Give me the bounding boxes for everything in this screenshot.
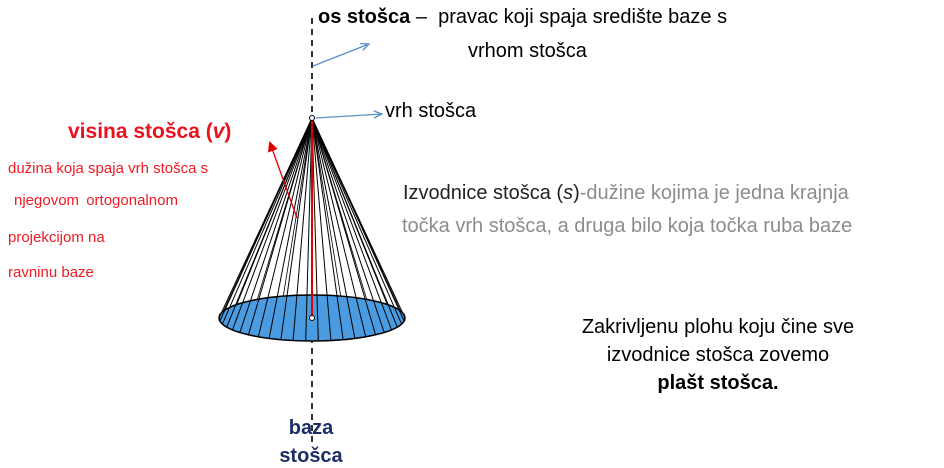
axis-definition-line1: os stošca – pravac koji spaja središte b… xyxy=(318,6,727,29)
generatrix-line xyxy=(311,117,319,341)
lateral-surface-term: plašt stošca. xyxy=(657,372,779,394)
generatrix-line xyxy=(221,117,313,325)
generatrix-line xyxy=(311,117,344,340)
height-title-suffix: ) xyxy=(224,120,232,143)
base-label-line2: stošca xyxy=(279,445,343,467)
base-label-line1: baza xyxy=(288,417,334,439)
generatrix-definition-text: -dužine kojima je jedna krajnja xyxy=(579,182,849,204)
generatrix-line xyxy=(282,117,313,297)
axis-definition-line2: vrhom stošca xyxy=(468,40,587,62)
generatrix-line xyxy=(311,117,342,297)
axis-term: os stošca xyxy=(318,6,411,28)
generatrix-term-suffix: ) xyxy=(573,182,580,204)
generatrix-definition-line2: točka vrh stošca, a druga bilo koja točk… xyxy=(402,215,853,237)
height-description-line: ravninu baze xyxy=(8,264,94,281)
generatrix-line xyxy=(311,117,385,333)
generatrix-line xyxy=(223,117,313,312)
generatrix-line xyxy=(311,117,367,337)
generatrix-line xyxy=(311,117,368,300)
axis-separator: – xyxy=(410,6,433,28)
generatrix-line xyxy=(256,117,313,300)
generatrix-line xyxy=(311,117,403,325)
height-arrow xyxy=(267,141,298,219)
generatrix-line xyxy=(257,117,313,337)
apex-arrow xyxy=(315,114,382,118)
axis-arrow xyxy=(312,44,369,67)
height-symbol: v xyxy=(212,120,225,143)
generatrix-line xyxy=(311,117,332,341)
generatrix-line xyxy=(280,117,313,340)
generatrix-definition-line1: Izvodnice stošca (s)-dužine kojima je je… xyxy=(403,182,849,205)
generatrix-line xyxy=(292,117,313,341)
generatrix-line xyxy=(268,117,313,339)
generatrix-term: Izvodnice stošca ( xyxy=(403,182,564,204)
lateral-surface-line1: Zakrivljenu plohu koju čine sve xyxy=(581,316,855,338)
generatrix-line xyxy=(311,117,401,312)
lateral-surface-line2: izvodnice stošca zovemo xyxy=(606,344,830,366)
apex-label: vrh stošca xyxy=(385,100,477,122)
height-title: visina stošca (v) xyxy=(68,120,231,144)
height-title-prefix: visina stošca ( xyxy=(68,120,213,143)
apex-point xyxy=(309,115,315,121)
generatrix-line xyxy=(311,117,356,339)
generatrix-symbol: s xyxy=(563,182,574,204)
generatrix-line xyxy=(236,117,313,305)
generatrix-line xyxy=(311,117,392,330)
axis-definition-text: pravac koji spaja središte baze s xyxy=(438,6,728,28)
generatrix-lines xyxy=(218,117,406,341)
generatrix-line xyxy=(305,117,313,341)
height-description-line: projekcijom na xyxy=(8,229,105,246)
height-description-line: njegovom ortogonalnom xyxy=(14,192,178,209)
generatrix-line xyxy=(239,117,313,333)
generatrix-line xyxy=(311,117,388,305)
height-description-line: dužina koja spaja vrh stošca s xyxy=(8,160,209,177)
base-center-point xyxy=(309,315,315,321)
generatrix-line xyxy=(232,117,313,330)
